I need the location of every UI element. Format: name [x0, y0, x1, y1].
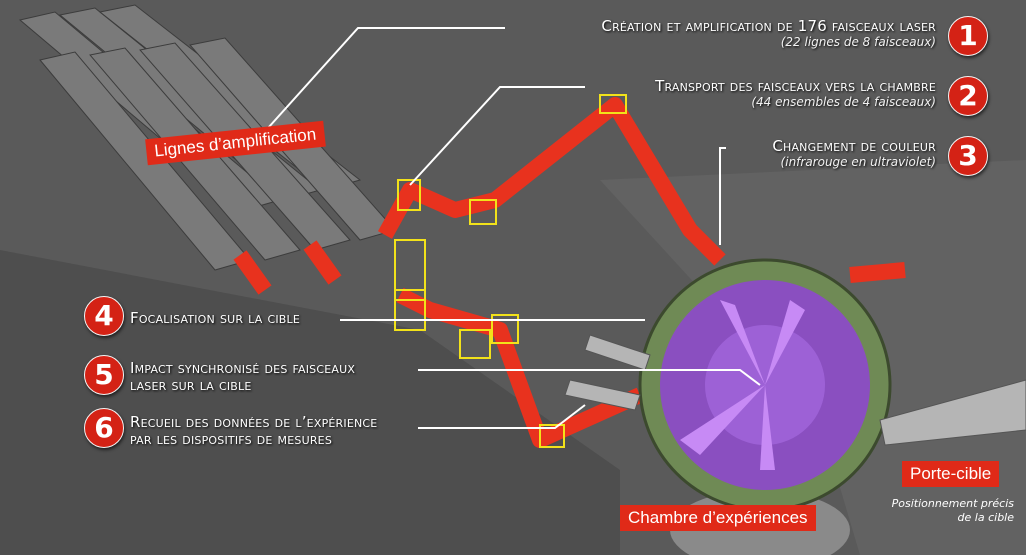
- step-title: Recueil des données de l’expérience: [130, 413, 378, 431]
- leader-lines: [267, 27, 761, 429]
- step-title: Focalisation sur la cible: [130, 309, 301, 327]
- step-subtitle: (44 ensembles de 4 faisceaux): [751, 95, 936, 109]
- step-subtitle: (infrarouge en ultraviolet): [780, 155, 936, 169]
- experiment-chamber: [638, 258, 892, 555]
- step-title-line-2: par les dispositifs de mesures: [130, 430, 332, 448]
- step-1-text: Création et amplification de 176 faiscea…: [601, 17, 936, 50]
- step-subtitle: (22 lignes de 8 faisceaux): [780, 35, 936, 49]
- step-title-line-2: laser sur la cible: [130, 376, 252, 394]
- target-holder-label: Porte-cible: [902, 461, 1000, 487]
- step-6-text: Recueil des données de l’expérience par …: [130, 414, 377, 448]
- target-holder-note: Positionnement précis de la cible: [892, 497, 1014, 525]
- step-5-text: Impact synchronisé des faisceaux laser s…: [130, 360, 355, 394]
- chamber-label: Chambre d’expériences: [620, 505, 816, 531]
- diagnostics-arms: [564, 334, 1026, 446]
- step-4-text: Focalisation sur la cible: [130, 310, 300, 327]
- step-2-text: Transport des faisceaux vers la chambre …: [655, 77, 936, 110]
- note-line-2: de la cible: [957, 511, 1014, 524]
- step-1-badge: 1: [948, 16, 988, 56]
- step-title: Création et amplification de 176 faiscea…: [601, 17, 936, 35]
- step-2-badge: 2: [948, 76, 988, 116]
- step-title: Impact synchronisé des faisceaux: [130, 359, 356, 377]
- step-4-badge: 4: [84, 296, 124, 336]
- beam-supports: [394, 94, 627, 448]
- step-6-badge: 6: [84, 408, 124, 448]
- step-title: Transport des faisceaux vers la chambre: [655, 77, 936, 95]
- step-5-badge: 5: [84, 355, 124, 395]
- floor-slab: [0, 250, 620, 555]
- note-line-1: Positionnement précis: [891, 497, 1014, 510]
- step-3-badge: 3: [948, 136, 988, 176]
- step-title: Changement de couleur: [772, 137, 936, 155]
- step-3-text: Changement de couleur (infrarouge en ult…: [772, 137, 936, 170]
